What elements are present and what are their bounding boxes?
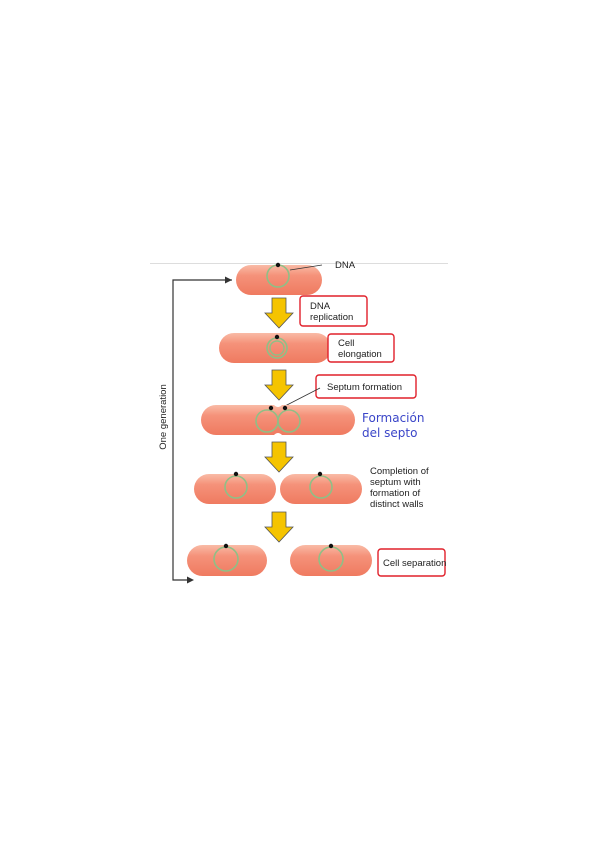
completion-line1: Completion of: [370, 466, 429, 477]
dna-dot: [282, 405, 288, 411]
dna-pointer-line: [289, 264, 323, 271]
cell-icon: [290, 545, 372, 576]
cell-icon: [280, 474, 362, 504]
completion-line3: formation of: [370, 488, 421, 499]
down-arrow-icon: [264, 441, 294, 473]
dna-replication-box: DNA replication: [299, 295, 368, 327]
completion-label: Completion of septum with formation of d…: [370, 466, 429, 510]
cell-icon: [187, 545, 267, 576]
completion-line2: septum with: [370, 477, 421, 488]
down-arrow-icon: [264, 511, 294, 543]
cell-icon: [219, 333, 331, 363]
dna-dot: [328, 543, 334, 549]
cell-elongation-line1: Cell: [338, 338, 354, 349]
generation-bracket: One generation: [158, 276, 232, 584]
cell-elongation-box: Cell elongation: [327, 333, 395, 363]
down-arrow-icon: [264, 297, 294, 329]
dna-ring-icon: [309, 475, 333, 499]
dna-dot: [317, 471, 323, 477]
cell-icon: [236, 265, 322, 295]
cell-row-1: DNA: [236, 260, 356, 295]
formacion-line2: del septo: [362, 426, 417, 440]
down-arrow-icon: [264, 369, 294, 401]
dna-ring-icon: [269, 340, 285, 356]
dna-dot: [268, 405, 274, 411]
septum-pointer-line: [284, 387, 321, 407]
cell-separation-box: Cell separation: [377, 548, 446, 577]
completion-line4: distinct walls: [370, 499, 424, 510]
cell-row-4: [194, 471, 362, 504]
dna-label: DNA: [335, 260, 356, 271]
dna-ring-icon: [277, 409, 301, 433]
formacion-line1: Formación: [362, 411, 424, 425]
dna-replication-line1: DNA: [310, 301, 331, 312]
cell-row-2: [219, 333, 331, 363]
dna-dot: [233, 471, 239, 477]
cell-row-3: [201, 405, 355, 435]
one-generation-label: One generation: [158, 384, 169, 450]
septum-formation-box: Septum formation: [284, 374, 417, 407]
dna-dot: [274, 334, 280, 340]
septum-formation-label: Septum formation: [327, 382, 402, 393]
cell-row-5: [187, 543, 372, 576]
dna-dot: [275, 262, 281, 268]
cell-separation-label: Cell separation: [383, 558, 446, 569]
cell-icon: [194, 474, 276, 504]
cell-elongation-line2: elongation: [338, 349, 382, 360]
dna-dot: [223, 543, 229, 549]
dna-replication-line2: replication: [310, 312, 353, 323]
